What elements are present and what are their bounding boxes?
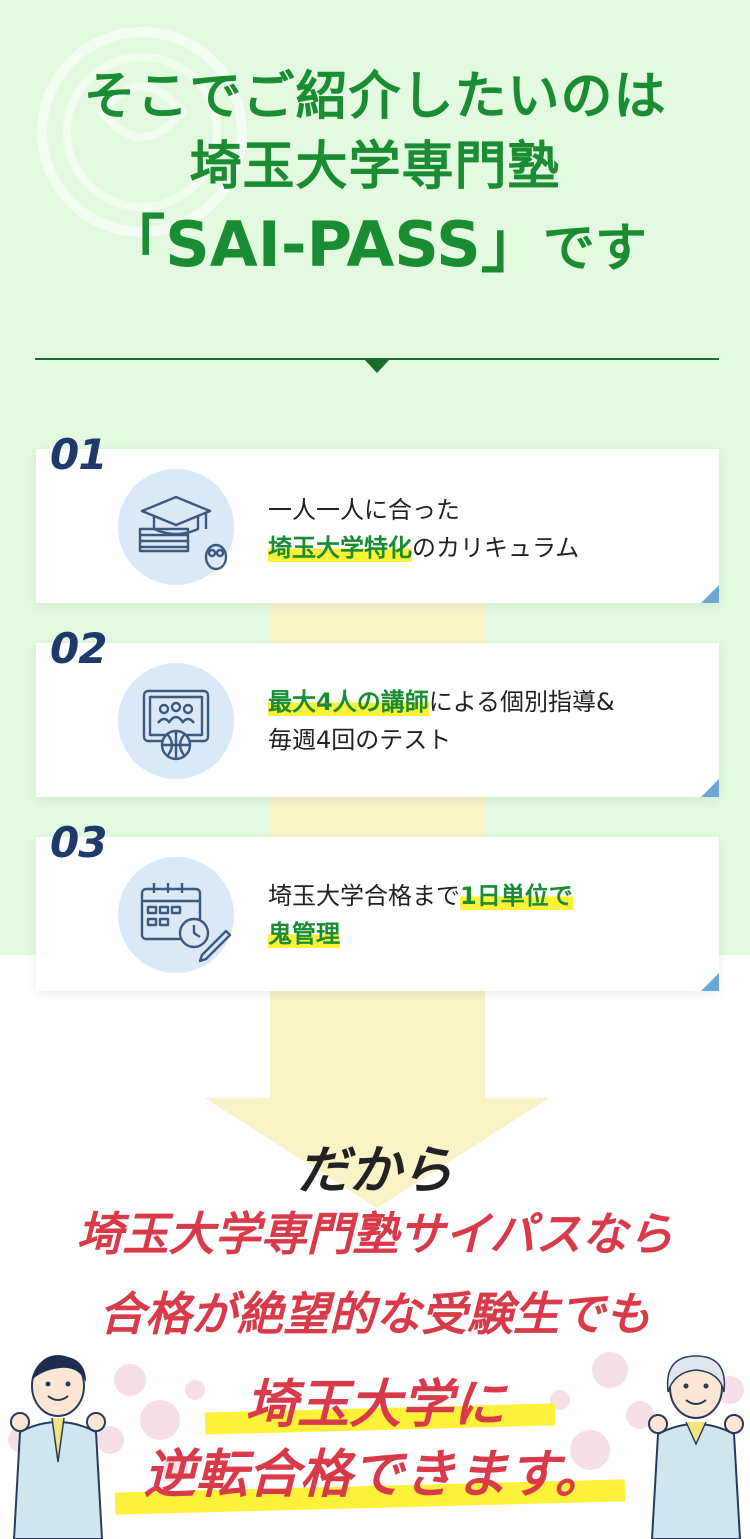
emblem-watermark-icon [37, 27, 247, 237]
headline-line1: そこでご紹介したいのは [83, 67, 667, 127]
headline-line2: 埼玉大学専門塾 [189, 137, 561, 197]
calendar-clock-pencil-icon [118, 857, 234, 973]
down-arrow-head-icon [205, 1098, 549, 1208]
feature-number-02: 02 [50, 624, 107, 673]
divider-pointer-icon [364, 359, 390, 373]
feature-text-01: 一人一人に合った 埼玉大学特化のカリキュラム [268, 491, 579, 567]
closing-line1: 埼玉大学専門塾サイパスなら [76, 1207, 674, 1261]
feature-card-01: 一人一人に合った 埼玉大学特化のカリキュラム [36, 449, 719, 603]
feature-card-03: 埼玉大学合格まで1日単位で 鬼管理 [36, 837, 719, 991]
card-corner-01 [701, 585, 719, 603]
feature-text-02: 最大4人の講師による個別指導& 毎週4回のテスト [268, 683, 615, 759]
student-girl-icon [648, 1355, 744, 1539]
closing-line2: 合格が絶望的な受験生でも [99, 1287, 651, 1341]
brand-name: 「SAI-PASS」 [103, 208, 543, 281]
closing-line3: 埼玉大学に [244, 1375, 505, 1435]
feature-02-line2: 毎週4回のテスト [268, 726, 452, 754]
feature-03-plain: 埼玉大学合格まで [268, 882, 460, 910]
feature-number-01: 01 [50, 430, 107, 479]
feature-card-02: 最大4人の講師による個別指導& 毎週4回のテスト [36, 643, 719, 797]
graduation-book-owl-icon [118, 469, 234, 585]
feature-number-03: 03 [50, 818, 107, 867]
feature-02-highlight: 最大4人の講師 [268, 688, 429, 716]
feature-02-rest: による個別指導& [428, 688, 615, 716]
headline-line3: 「SAI-PASS」です [0, 204, 750, 290]
feature-01-line1: 一人一人に合った [268, 496, 460, 524]
closing-line4: 逆転合格できます。 [143, 1445, 607, 1505]
feature-03-highlight2: 鬼管理 [268, 920, 340, 948]
card-corner-03 [701, 973, 719, 991]
feature-03-highlight1: 1日単位で [460, 882, 573, 910]
headline-suffix: です [542, 219, 647, 279]
online-class-globe-icon [118, 663, 234, 779]
student-boy-icon [10, 1355, 106, 1539]
headline: そこでご紹介したいのは 埼玉大学専門塾 「SAI-PASS」です [0, 62, 750, 290]
dakara-text: だから [296, 1141, 453, 1201]
card-corner-02 [701, 779, 719, 797]
feature-01-highlight: 埼玉大学特化 [268, 534, 412, 562]
feature-01-rest: のカリキュラム [412, 534, 580, 562]
feature-text-03: 埼玉大学合格まで1日単位で 鬼管理 [268, 877, 573, 953]
